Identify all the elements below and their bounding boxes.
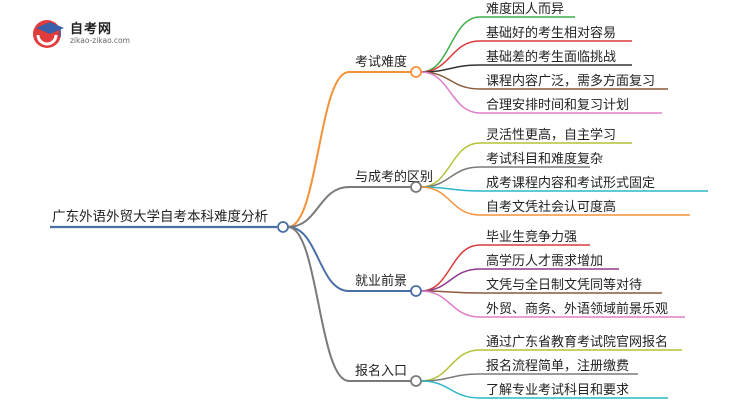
logo-title: 自考网 <box>70 22 113 37</box>
child-edge <box>420 380 481 399</box>
child-label: 基础好的考生相对容易 <box>486 25 616 41</box>
mindmap-edges <box>50 16 708 399</box>
child-label: 报名流程简单，注册缴费 <box>486 358 629 374</box>
child-edge <box>420 290 481 318</box>
root-label: 广东外语外贸大学自考本科难度分析 <box>52 209 268 225</box>
child-edge <box>420 142 481 188</box>
child-edge <box>420 373 481 382</box>
branch-edge <box>287 186 350 228</box>
child-label: 灵活性更高，自主学习 <box>486 127 616 143</box>
branch-label: 就业前景 <box>355 273 407 289</box>
child-label: 高学历人才需求增加 <box>486 253 603 269</box>
child-edge <box>420 71 481 114</box>
branch-node-circle[interactable] <box>410 66 422 78</box>
child-edge <box>420 71 481 90</box>
branch-node-circle[interactable] <box>410 285 422 297</box>
child-label: 毕业生竞争力强 <box>486 229 577 245</box>
child-edge <box>420 64 481 73</box>
child-edge <box>420 186 481 216</box>
child-edge <box>420 268 481 292</box>
child-label: 自考文凭社会认可度高 <box>486 199 616 215</box>
site-logo[interactable]: 自考网 zikao-zikao.com <box>30 16 170 50</box>
child-edge <box>420 244 481 292</box>
logo-subtitle: zikao-zikao.com <box>70 36 130 45</box>
branch-label: 报名入口 <box>355 363 407 379</box>
branch-node-circle[interactable] <box>410 181 422 193</box>
child-label: 难度因人而异 <box>486 1 564 17</box>
child-label: 文凭与全日制文凭同等对待 <box>486 277 642 293</box>
branch-node-circle[interactable] <box>410 375 422 387</box>
child-label: 课程内容广泛，需多方面复习 <box>486 73 655 89</box>
child-edge <box>420 349 481 382</box>
child-label: 通过广东省教育考试院官网报名 <box>486 334 668 350</box>
child-label: 成考课程内容和考试形式固定 <box>486 175 655 191</box>
child-label: 考试科目和难度复杂 <box>486 151 603 167</box>
branch-label: 考试难度 <box>355 54 407 70</box>
child-label: 了解专业考试科目和要求 <box>486 383 629 398</box>
branch-edge <box>287 226 350 382</box>
mindmap-nodes: 广东外语外贸大学自考本科难度分析 考试难度 难度因人而异基础好的考生相对容易基础差的… <box>52 1 668 398</box>
child-label: 基础差的考生面临挑战 <box>486 49 616 65</box>
child-label: 合理安排时间和复习计划 <box>486 98 629 113</box>
branch-edge <box>287 71 350 228</box>
graduation-cap-icon <box>33 20 64 48</box>
root-node-circle[interactable] <box>277 221 289 233</box>
child-edge <box>420 16 481 73</box>
branch-edge <box>287 226 350 292</box>
child-label: 外贸、商务、外语领域前景乐观 <box>486 301 668 317</box>
branch-label: 与成考的区别 <box>355 169 433 185</box>
